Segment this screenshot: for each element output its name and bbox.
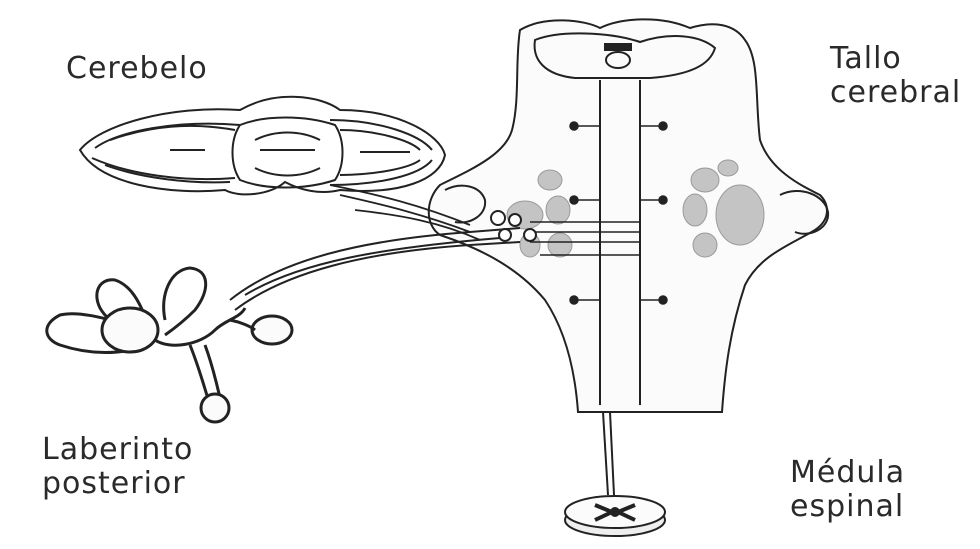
posterior-labyrinth — [47, 268, 292, 422]
label-medula-line1: Médula — [790, 456, 905, 490]
label-medula-espinal: Médula espinal — [790, 456, 905, 524]
label-laberinto-line2: posterior — [42, 467, 193, 501]
label-tallo-line1: Tallo — [830, 42, 961, 76]
label-laberinto-posterior: Laberinto posterior — [42, 433, 193, 501]
label-cerebelo: Cerebelo — [66, 52, 208, 86]
label-tallo-cerebral: Tallo cerebral — [830, 42, 961, 110]
vestibular-nerve — [230, 228, 520, 310]
brainstem — [429, 19, 828, 412]
spinal-cord-section — [565, 496, 665, 536]
label-cerebelo-text: Cerebelo — [66, 52, 208, 86]
cerebellum — [80, 97, 445, 195]
vestibulospinal-tract — [603, 412, 614, 495]
label-laberinto-line1: Laberinto — [42, 433, 193, 467]
label-medula-line2: espinal — [790, 490, 905, 524]
label-tallo-line2: cerebral — [830, 76, 961, 110]
